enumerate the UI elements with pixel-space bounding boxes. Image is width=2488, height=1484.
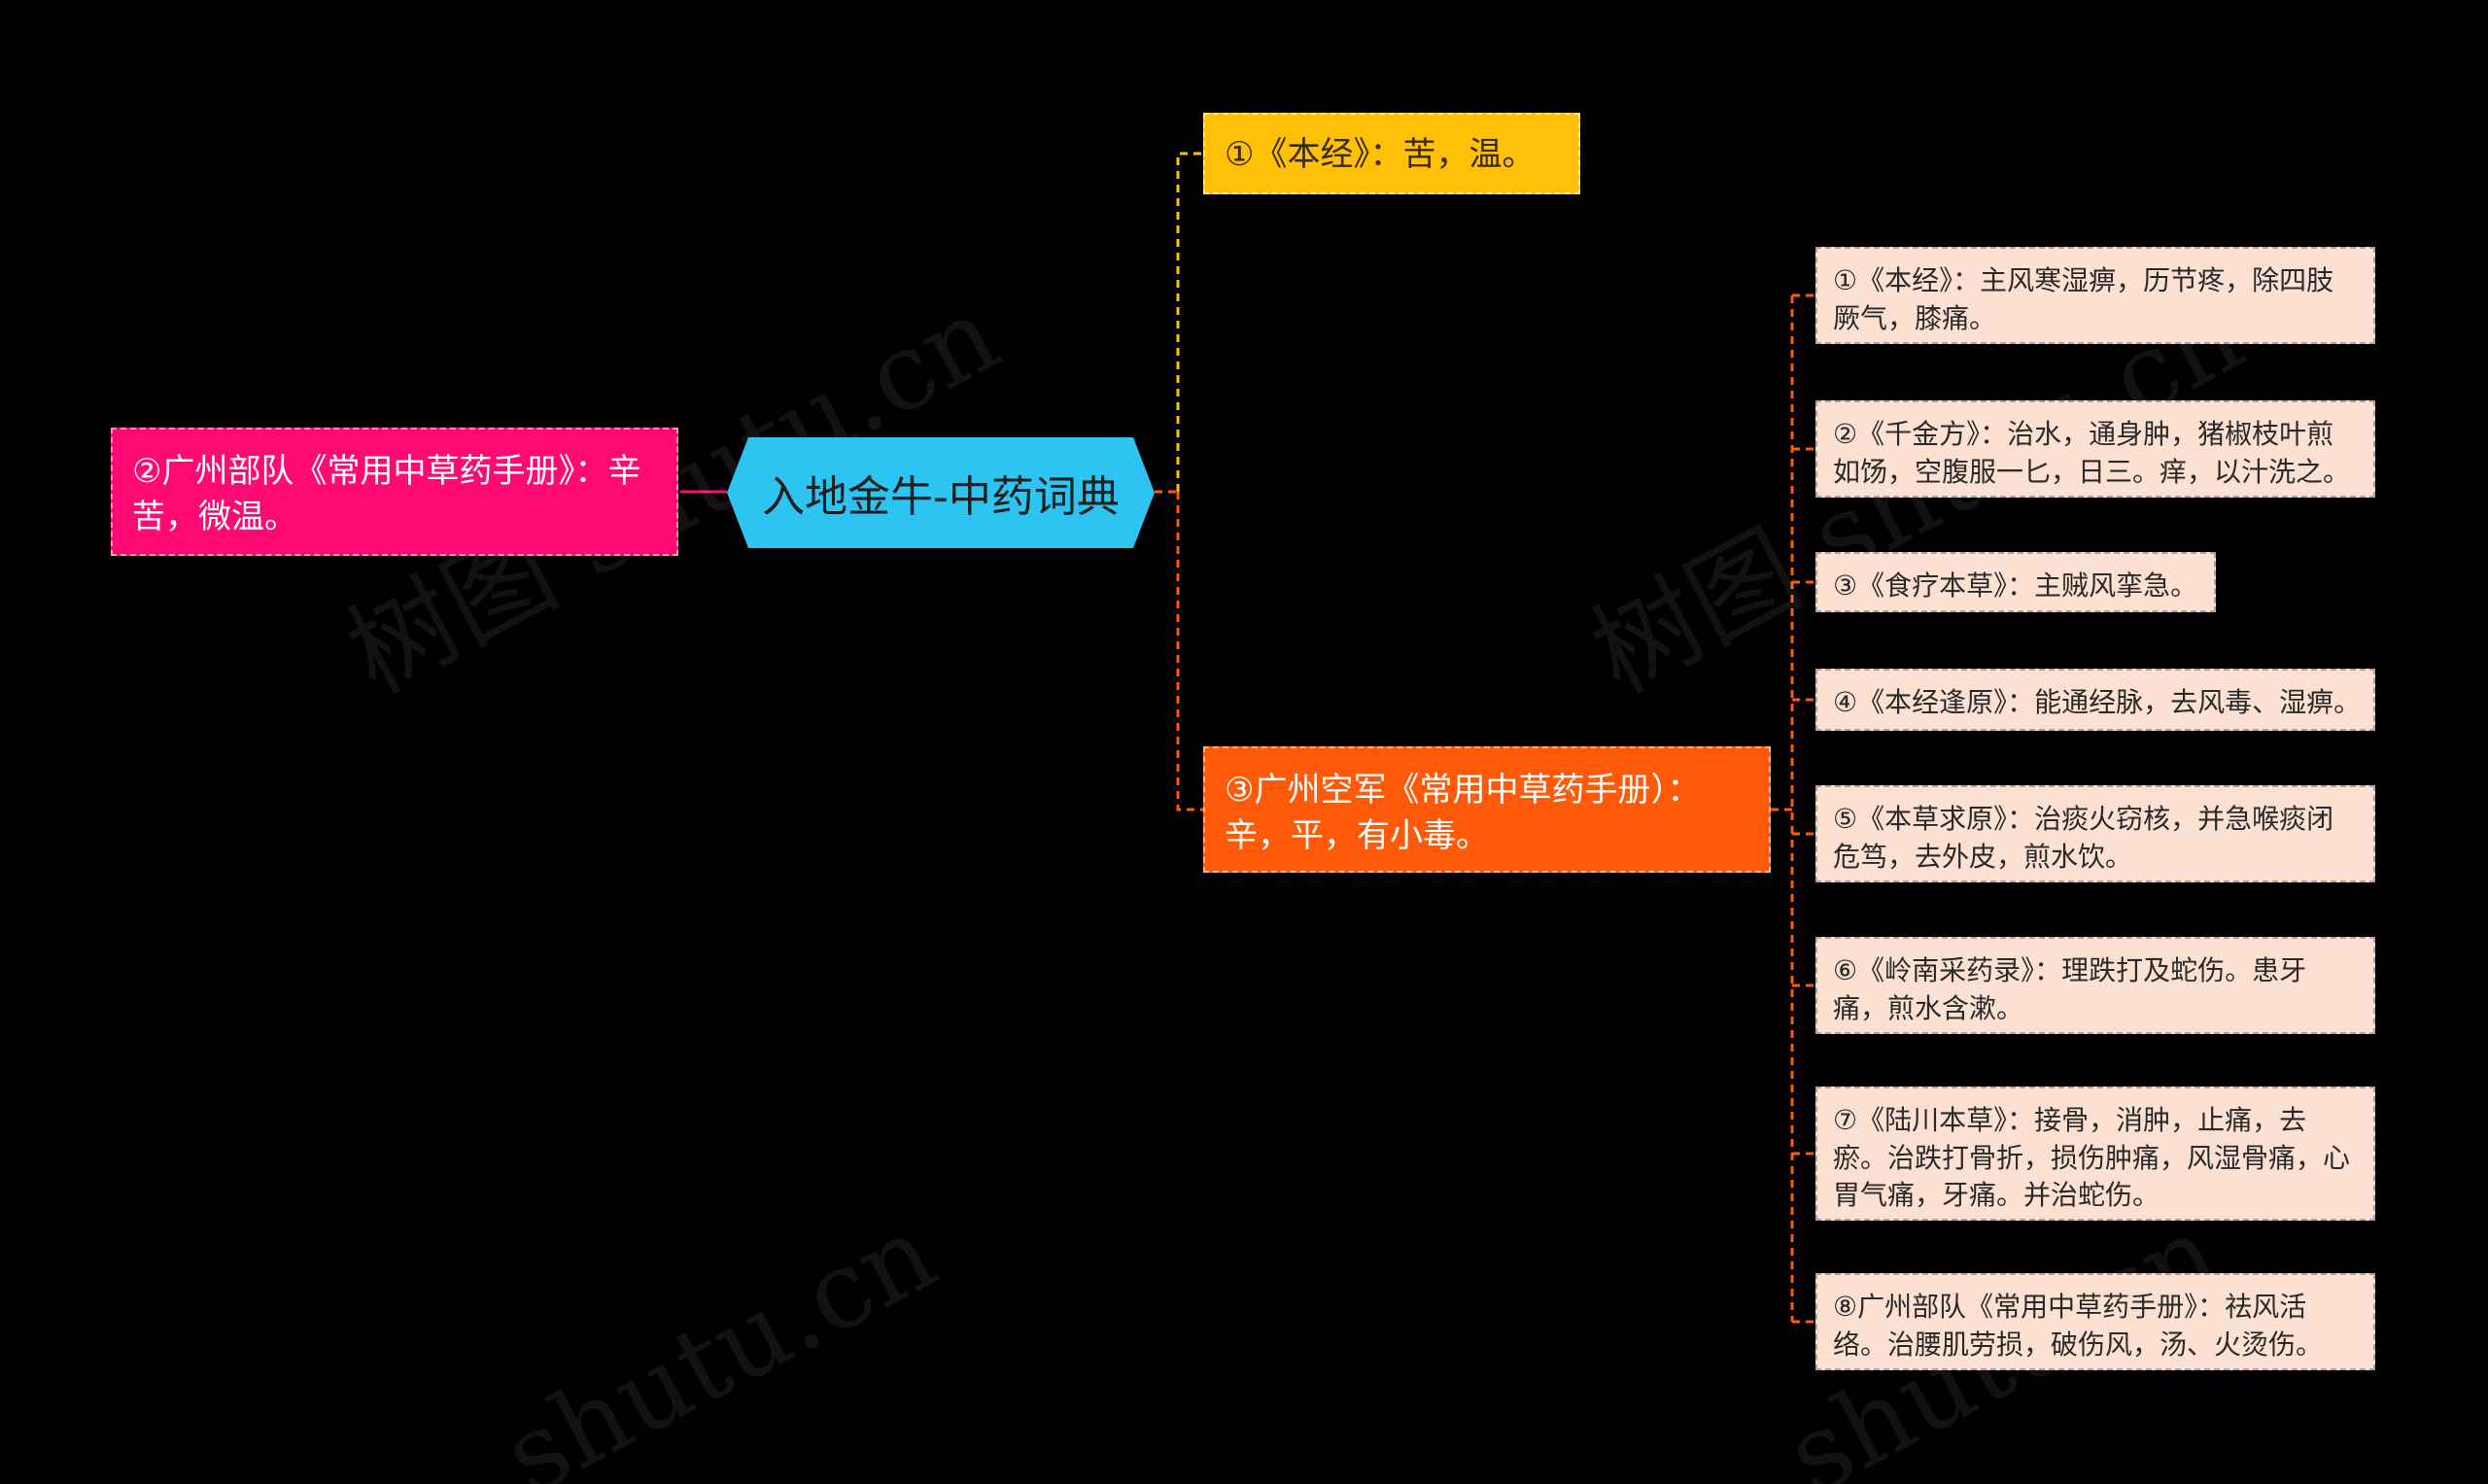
branch-topic-2[interactable]: ②广州部队《常用中草药手册》：辛苦，微温。 (111, 428, 678, 556)
sub-topic-2[interactable]: ②《千金方》：治水，通身肿，猪椒枝叶煎如饧，空腹服一匕，日三。痒，以汁洗之。 (1815, 400, 2375, 498)
root-label: 入地金牛-中药词典 (762, 472, 1120, 522)
sub-topic-label: ⑦《陆川本草》：接骨，消肿，止痛，去瘀。治跌打骨折，损伤肿痛，风湿骨痛，心胃气痛… (1833, 1104, 2351, 1212)
sub-topic-5[interactable]: ⑤《本草求原》：治痰火窃核，并急喉痰闭危笃，去外皮，煎水饮。 (1815, 785, 2375, 882)
sub-topic-label: ②《千金方》：治水，通身肿，猪椒枝叶煎如饧，空腹服一匕，日三。痒，以汁洗之。 (1833, 418, 2351, 488)
sub-topic-label: ③《食疗本草》：主贼风挛急。 (1833, 569, 2198, 602)
sub-topic-3[interactable]: ③《食疗本草》：主贼风挛急。 (1815, 552, 2216, 612)
sub-topic-8[interactable]: ⑧广州部队《常用中草药手册》：祛风活络。治腰肌劳损，破伤风，汤、火烫伤。 (1815, 1273, 2375, 1370)
branch-topic-3[interactable]: ③广州空军《常用中草药手册）：辛，平，有小毒。 (1203, 746, 1771, 873)
sub-topic-label: ④《本经逢原》：能通经脉，去风毒、湿痹。 (1833, 686, 2362, 718)
sub-topic-4[interactable]: ④《本经逢原》：能通经脉，去风毒、湿痹。 (1815, 669, 2375, 731)
sub-topic-label: ⑥《岭南采药录》：理跌打及蛇伤。患牙痛，煎水含漱。 (1833, 954, 2307, 1024)
sub-topic-1[interactable]: ①《本经》：主风寒湿痹，历节疼，除四肢厥气，膝痛。 (1815, 247, 2375, 344)
branch-label: ①《本经》：苦，温。 (1225, 135, 1536, 174)
sub-topic-label: ⑧广州部队《常用中草药手册》：祛风活络。治腰肌劳损，破伤风，汤、火烫伤。 (1833, 1291, 2324, 1361)
root-topic[interactable]: 入地金牛-中药词典 (727, 437, 1155, 548)
branch-label: ③广州空军《常用中草药手册）：辛，平，有小毒。 (1225, 771, 1701, 855)
link-trunk-b3 (1176, 492, 1203, 811)
root-shape (727, 437, 1155, 548)
sub-topic-label: ⑤《本草求原》：治痰火窃核，并急喉痰闭危笃，去外皮，煎水饮。 (1833, 803, 2334, 873)
sub-topic-6[interactable]: ⑥《岭南采药录》：理跌打及蛇伤。患牙痛，煎水含漱。 (1815, 937, 2375, 1034)
sub-topic-label: ①《本经》：主风寒湿痹，历节疼，除四肢厥气，膝痛。 (1833, 264, 2334, 334)
branch-topic-1[interactable]: ①《本经》：苦，温。 (1203, 113, 1580, 194)
branch-label: ②广州部队《常用中草药手册》：辛苦，微温。 (132, 452, 641, 536)
sub-topic-7[interactable]: ⑦《陆川本草》：接骨，消肿，止痛，去瘀。治跌打骨折，损伤肿痛，风湿骨痛，心胃气痛… (1815, 1087, 2375, 1221)
link-trunk-b1 (1176, 152, 1203, 492)
